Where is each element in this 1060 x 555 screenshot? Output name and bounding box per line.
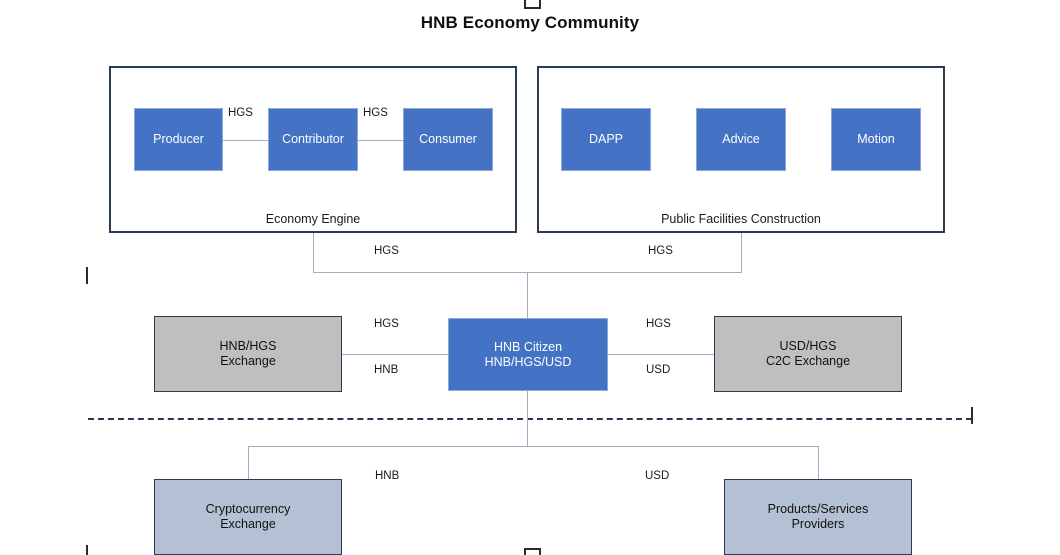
connector-citizen-down <box>527 391 528 446</box>
connector-contributor-consumer <box>358 140 403 141</box>
edge-label-left-bottom-hnb: HNB <box>374 364 399 376</box>
edge-label-bottom-left-hnb: HNB <box>375 470 400 482</box>
node-dapp[interactable]: DAPP <box>561 108 651 171</box>
edge-label-right-top-hgs: HGS <box>646 318 671 330</box>
crop-handle-bottom-left[interactable] <box>86 545 88 555</box>
page-title: HNB Economy Community <box>420 13 640 32</box>
connector-exchange-to-citizen <box>342 354 448 355</box>
connector-down-to-crypto <box>248 446 249 479</box>
node-consumer[interactable]: Consumer <box>403 108 493 171</box>
edge-label-trunk-left: HGS <box>374 245 399 257</box>
node-products-services-providers[interactable]: Products/Services Providers <box>724 479 912 555</box>
section-divider <box>88 418 972 420</box>
edge-label-contributor-consumer: HGS <box>363 107 388 119</box>
connector-lower-bridge <box>248 446 818 447</box>
crop-handle-top[interactable] <box>524 0 541 9</box>
node-hnb-citizen[interactable]: HNB Citizen HNB/HGS/USD <box>448 318 608 391</box>
edge-label-left-top-hgs: HGS <box>374 318 399 330</box>
node-advice[interactable]: Advice <box>696 108 786 171</box>
connector-bridge-to-citizen <box>527 272 528 318</box>
edge-label-producer-contributor: HGS <box>228 107 253 119</box>
edge-label-trunk-right: HGS <box>648 245 673 257</box>
node-producer[interactable]: Producer <box>134 108 223 171</box>
node-cryptocurrency-exchange[interactable]: Cryptocurrency Exchange <box>154 479 342 555</box>
node-motion[interactable]: Motion <box>831 108 921 171</box>
connector-economy-engine-drop <box>313 233 314 272</box>
connector-producer-contributor <box>223 140 268 141</box>
group-label-public-facilities-construction: Public Facilities Construction <box>661 212 821 226</box>
node-hnb-hgs-exchange[interactable]: HNB/HGS Exchange <box>154 316 342 392</box>
connector-public-facilities-drop <box>741 233 742 272</box>
connector-down-to-providers <box>818 446 819 479</box>
node-usd-hgs-c2c-exchange[interactable]: USD/HGS C2C Exchange <box>714 316 902 392</box>
crop-handle-right[interactable] <box>971 407 973 424</box>
group-label-economy-engine: Economy Engine <box>265 212 361 226</box>
crop-handle-bottom[interactable] <box>524 548 541 555</box>
edge-label-bottom-right-usd: USD <box>645 470 670 482</box>
crop-handle-left[interactable] <box>86 267 88 284</box>
connector-citizen-to-c2c <box>608 354 714 355</box>
edge-label-right-bottom-usd: USD <box>646 364 671 376</box>
node-contributor[interactable]: Contributor <box>268 108 358 171</box>
